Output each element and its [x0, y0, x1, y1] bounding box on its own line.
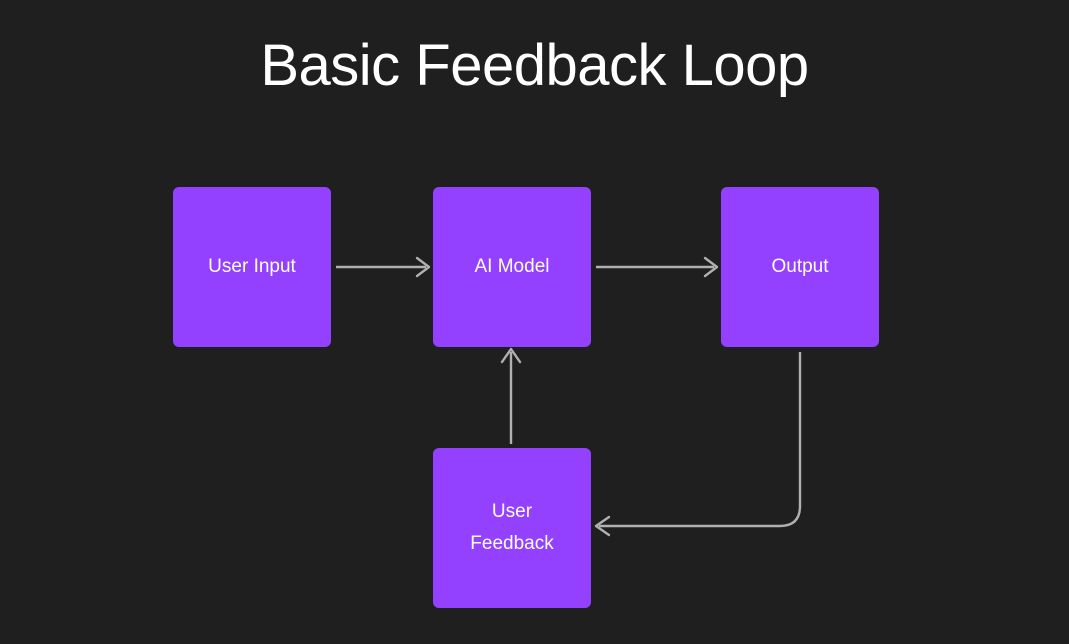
node-ai-model[interactable]: AI Model	[433, 187, 591, 347]
edge-user-input-to-ai-model	[336, 256, 431, 278]
page-title: Basic Feedback Loop	[260, 33, 809, 98]
node-user-input-label: User Input	[208, 256, 296, 277]
node-ai-model-label: AI Model	[474, 256, 550, 277]
edge-ai-model-to-output	[596, 256, 719, 278]
node-user-feedback[interactable]: User Feedback	[433, 448, 591, 608]
edge-output-to-user-feedback	[594, 352, 802, 537]
node-output[interactable]: Output	[721, 187, 879, 347]
node-user-input[interactable]: User Input	[173, 187, 331, 347]
node-output-label: Output	[771, 256, 829, 277]
node-user-feedback-label: User Feedback	[470, 501, 554, 554]
edge-user-feedback-to-ai-model	[500, 347, 522, 444]
